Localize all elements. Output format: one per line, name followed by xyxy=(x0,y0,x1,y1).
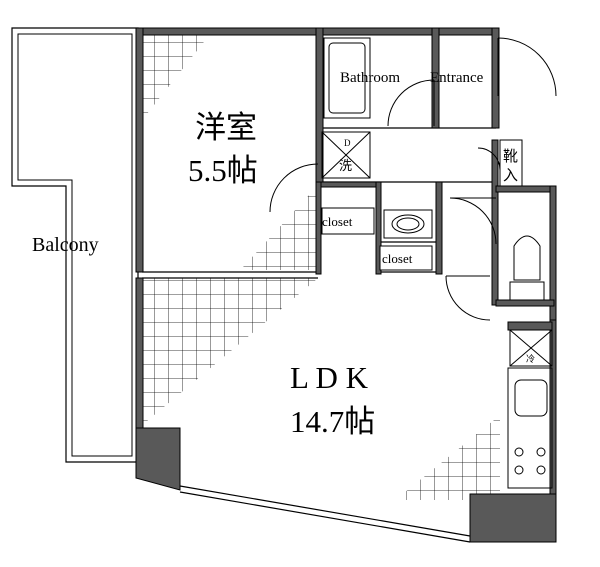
kitchen-counter xyxy=(507,367,553,489)
western-room-name: 洋室 xyxy=(195,110,257,145)
ldk-name: L D K xyxy=(290,360,369,395)
door-swings xyxy=(269,37,557,321)
stove-burner xyxy=(536,447,546,457)
kitchen-sink xyxy=(514,379,548,417)
balcony-label: Balcony xyxy=(32,234,99,256)
closet-left-label: closet xyxy=(322,214,353,229)
shoe-storage-label-2: 入 xyxy=(503,168,518,184)
fridge-mark: 冷 xyxy=(526,353,535,364)
walls xyxy=(135,27,557,543)
laundry-mark: 洗 xyxy=(339,158,352,173)
washbasin xyxy=(383,209,433,239)
bathtub-inner xyxy=(328,42,366,114)
drain-mark: D xyxy=(344,138,351,148)
fridge-space xyxy=(509,329,553,367)
bathtub xyxy=(323,37,371,119)
ldk-size: 14.7帖 xyxy=(290,404,375,439)
stove-burner xyxy=(514,465,524,475)
stove-burner xyxy=(514,447,524,457)
room-labels: Balcony 洋室 5.5帖 Bathroom Entrance 靴 入 cl… xyxy=(32,70,535,439)
toilet-tank xyxy=(509,281,545,301)
western-room-size: 5.5帖 xyxy=(188,153,258,188)
toilet-bowl xyxy=(513,235,541,281)
shoe-storage-label-1: 靴 xyxy=(503,148,518,165)
stove-burner xyxy=(536,465,546,475)
closet-right-label: closet xyxy=(382,251,413,266)
laundry-pan xyxy=(321,131,371,179)
fixtures xyxy=(321,37,553,489)
floor-tiles xyxy=(142,34,500,500)
bathroom-label: Bathroom xyxy=(340,70,400,86)
entrance-label: Entrance xyxy=(430,70,484,86)
